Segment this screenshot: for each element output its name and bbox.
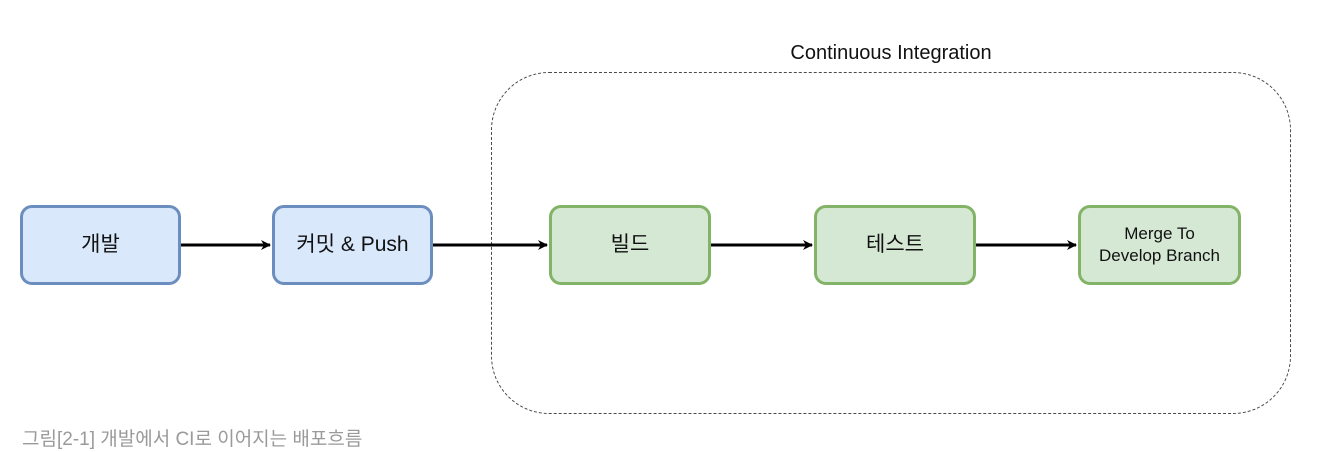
- node-dev: 개발: [20, 205, 181, 285]
- node-commit-push: 커밋 & Push: [272, 205, 433, 285]
- node-merge-to-develop: Merge To Develop Branch: [1078, 205, 1241, 285]
- ci-group-boundary: [491, 72, 1291, 414]
- node-build: 빌드: [549, 205, 711, 285]
- ci-group-title: Continuous Integration: [790, 42, 992, 64]
- figure-caption: 그림[2-1] 개발에서 CI로 이어지는 배포흐름: [22, 429, 363, 450]
- node-test: 테스트: [814, 205, 976, 285]
